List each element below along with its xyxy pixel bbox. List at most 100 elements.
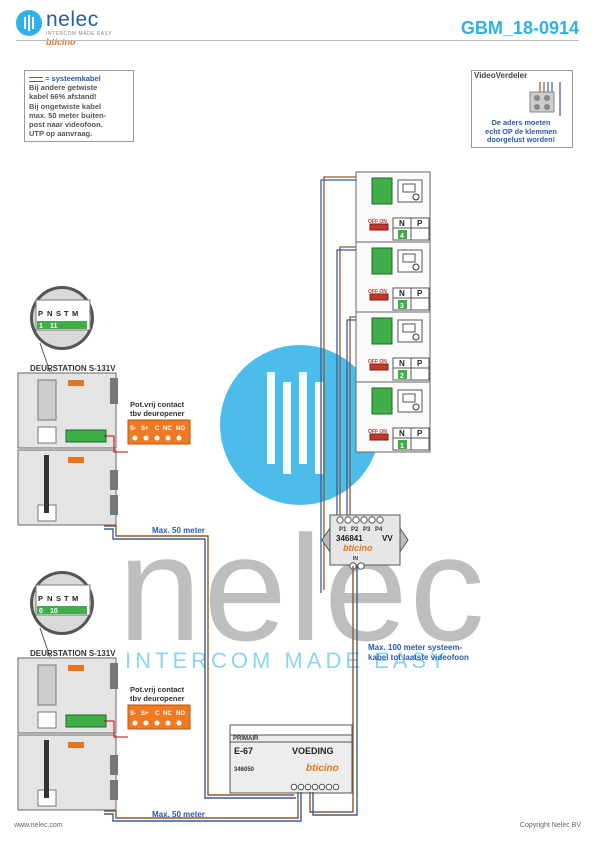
monitor-unit: [369, 317, 430, 381]
psu-code: 346050: [234, 767, 255, 773]
station-title: DEURSTATION S-131V: [30, 649, 116, 658]
monitor-p-label: P: [417, 219, 423, 228]
contact-label: tbv deuropener: [130, 409, 185, 418]
note-line: UTP op aanvraag.: [29, 129, 93, 139]
psu-model: E-67: [234, 746, 253, 756]
monitor-off-on-label: OFF ON: [368, 359, 387, 365]
monitor-p-label: P: [417, 429, 423, 438]
vv-note-line: doorgelust worden!: [486, 135, 556, 145]
monitor-unit: [369, 247, 430, 311]
relay-module-bottom: [127, 704, 191, 730]
distributor-port-label: P1: [339, 527, 347, 533]
distributor-brand: bticino: [343, 543, 373, 553]
monitor-off-on-label: OFF ON: [368, 429, 387, 435]
footer-copyright: Copyright Nelec BV: [519, 822, 581, 829]
cable-note: = systeemkabel Bij andere getwiste kabel…: [24, 70, 134, 143]
relay-terminal-label: NC: [163, 711, 172, 717]
power-supply: [229, 724, 353, 794]
distributor-port-label: P2: [351, 527, 359, 533]
contact-label: Pot.vrij contact: [130, 685, 185, 694]
videoverdeler-box: [471, 70, 573, 148]
relay-terminal-label: C: [155, 426, 160, 432]
psu-primary-label: PRIMAIR: [233, 736, 259, 742]
monitor-off-on-label: OFF ON: [368, 219, 387, 225]
header-divider: [16, 40, 579, 41]
partner-logo: bticino: [46, 37, 76, 47]
monitor-off-on-label: OFF ON: [368, 289, 387, 295]
monitor-address: 4: [400, 233, 404, 240]
monitor-n-label: N: [399, 219, 405, 228]
relay-terminal-label: NO: [176, 711, 185, 717]
relay-terminal-label: C: [155, 711, 160, 717]
dip-value: 1: [39, 323, 43, 330]
footer-website: www.nelec.com: [14, 822, 63, 829]
video-distributor: [321, 514, 409, 570]
door-station-top: [17, 372, 118, 526]
dip-label: M: [72, 309, 78, 318]
dip-value: 10: [50, 608, 58, 615]
dip-label: S: [56, 594, 61, 603]
station-title: DEURSTATION S-131V: [30, 364, 116, 373]
distributor-in-label: IN: [353, 556, 358, 562]
cable-length-label: Max. 50 meter: [152, 526, 205, 535]
dip-label: S: [56, 309, 61, 318]
dip-label: P: [38, 594, 43, 603]
note-line: post naar videofoon.: [29, 120, 103, 130]
monitor-n-label: N: [399, 429, 405, 438]
relay-terminal-label: S-: [130, 426, 136, 432]
vv-note-line: echt OP de klemmen: [485, 126, 557, 136]
relay-module-top: [127, 419, 191, 445]
psu-label: VOEDING: [292, 746, 334, 756]
dip-value: 11: [50, 323, 58, 330]
brand-tagline: INTERCOM MADE EASY: [46, 31, 113, 37]
note-line: = systeemkabel: [45, 74, 101, 83]
contact-label: Pot.vrij contact: [130, 400, 185, 409]
monitor-p-label: P: [417, 359, 423, 368]
dip-switch-zoom-bottom: [30, 571, 94, 635]
note-line: Bij ongetwiste kabel: [29, 101, 102, 111]
watermark-word: nelec: [118, 504, 487, 672]
cable-length-label: Max. 50 meter: [152, 810, 205, 819]
distributor-port-label: P3: [363, 527, 371, 533]
relay-terminal-label: S+: [141, 711, 149, 717]
watermark-tagline: INTERCOM MADE EASY: [125, 648, 449, 673]
document-number: GBM_18-0914: [460, 18, 579, 38]
distributor-code: 346841: [336, 534, 363, 543]
dip-label: N: [47, 309, 52, 318]
dip-label: M: [72, 594, 78, 603]
videoverdeler-terminal-icon: [529, 82, 561, 116]
distributor-port-label: P4: [375, 527, 383, 533]
vv-note-line: De aders moeten: [491, 118, 551, 127]
monitor-unit: [369, 177, 430, 241]
relay-terminal-label: NO: [176, 426, 185, 432]
dip-label: T: [64, 594, 69, 603]
relay-terminal-label: NC: [163, 426, 172, 432]
dip-value: 0: [39, 608, 43, 615]
door-station-bottom: [17, 657, 118, 811]
contact-label: tbv deuropener: [130, 694, 185, 703]
monitor-address: 3: [400, 303, 404, 310]
monitor-unit: [369, 387, 430, 451]
monitor-p-label: P: [417, 289, 423, 298]
videoverdeler-note: De aders moeten echt OP de klemmen doorg…: [472, 118, 570, 145]
monitor-n-label: N: [399, 289, 405, 298]
dip-label: T: [64, 309, 69, 318]
relay-terminal-label: S+: [141, 426, 149, 432]
note-line: max. 50 meter buiten-: [29, 110, 107, 120]
note-line: kabel 66% afstand!: [29, 92, 97, 102]
cable-length-label: Max. 100 meter systeem-: [368, 643, 463, 652]
monitor-n-label: N: [399, 359, 405, 368]
monitor-address: 2: [400, 373, 404, 380]
cable-length-label: kabel tot laatste videofoon: [368, 653, 469, 662]
monitor-address: 1: [400, 443, 404, 450]
brand-logo: nelec: [46, 8, 99, 31]
dip-label: P: [38, 309, 43, 318]
videoverdeler-title: VideoVerdeler: [474, 71, 528, 80]
nelec-logo-icon: [16, 10, 42, 36]
dip-label: N: [47, 594, 52, 603]
cable-legend-icon: [29, 76, 43, 82]
distributor-suffix: VV: [382, 534, 393, 543]
